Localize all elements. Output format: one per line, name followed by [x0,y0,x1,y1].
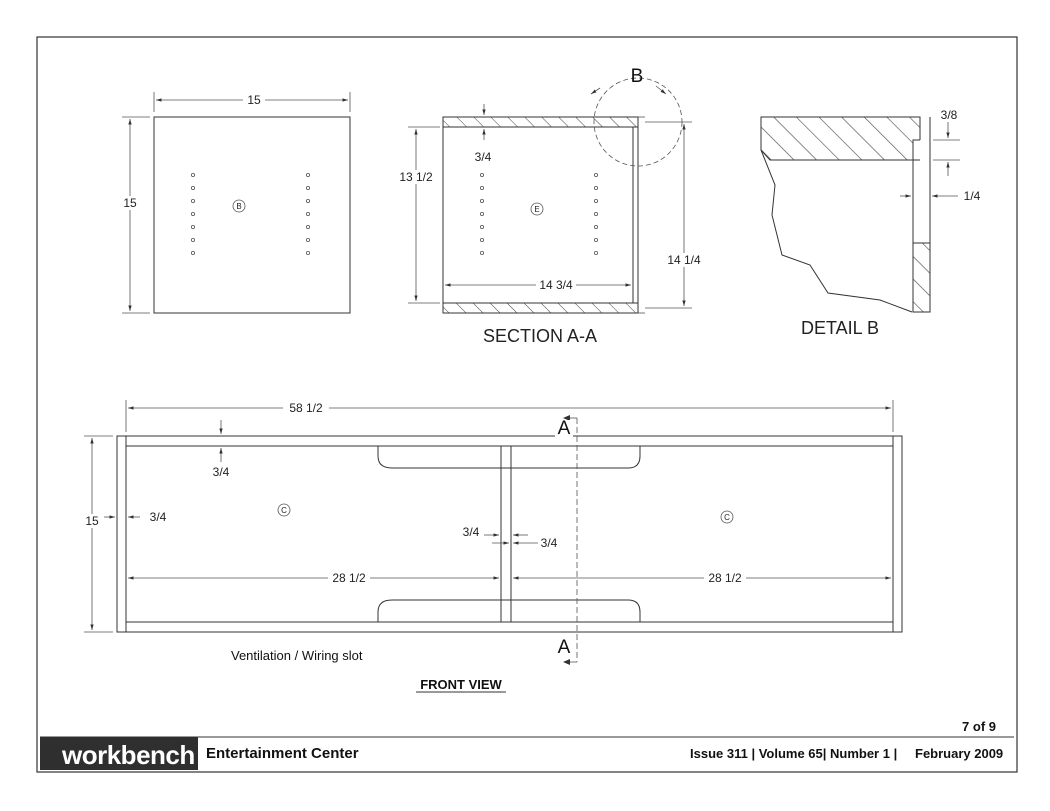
section-a-a-view: B 3/4 13 1/2 14 1/4 14 3/4 [398,66,703,346]
front-divider-right-label: 3/4 [541,536,558,550]
title-block: 7 of 9 workbench · Entertainment Center … [40,719,1014,770]
svg-text:B: B [236,202,241,211]
detail-dado-width-label: 1/4 [964,189,981,203]
svg-text:C: C [724,513,730,522]
wiring-slot-bottom [377,599,641,622]
detail-b-view: 3/8 1/4 DETAIL B [760,108,981,338]
detail-dado-depth-label: 3/8 [941,108,958,122]
svg-text:C: C [281,506,287,515]
top-panel-height-label: 15 [123,196,137,210]
section-outline [442,116,639,314]
detail-b-callout-letter: B [631,66,644,87]
top-panel-holes [190,172,310,255]
front-side-thickness-label: 3/4 [150,510,167,524]
part-callout-e [530,202,544,216]
logo-badge [40,737,198,770]
section-outer-height-label: 14 1/4 [667,253,701,267]
section-holes [479,172,599,255]
section-mark-top: A [558,418,571,439]
section-inner-height-label: 13 1/2 [399,170,433,184]
section-title: SECTION A-A [483,326,597,346]
front-overall-width-label: 58 1/2 [289,401,323,415]
part-callout-b [232,199,246,213]
top-panel-view: 15 15 B [120,92,351,314]
section-thickness-label: 3/4 [475,150,492,164]
part-callout-c-left [277,503,291,517]
front-overall-height-label: 15 [85,514,99,528]
page-number: 7 of 9 [962,719,996,734]
section-mark-bottom: A [558,637,571,658]
wiring-slot-top [377,446,641,469]
front-left-opening-label: 28 1/2 [332,571,366,585]
top-panel-width-label: 15 [247,93,261,107]
sheet-border [36,36,1018,773]
front-view-title: FRONT VIEW [420,677,502,692]
slot-note: Ventilation / Wiring slot [231,648,363,663]
front-right-opening-label: 28 1/2 [708,571,742,585]
front-top-thickness-label: 3/4 [213,465,230,479]
issue-date: February 2009 [915,746,1003,761]
project-title: Entertainment Center [206,745,359,762]
front-divider-left-label: 3/4 [463,525,480,539]
front-view: 58 1/2 15 3/4 3/4 3/4 3/4 28 1/2 28 1/2 [82,400,903,693]
top-panel-outline [153,116,351,314]
svg-text:E: E [534,205,539,214]
svg-text:·: · [180,739,183,748]
issue-info: Issue 311 | Volume 65| Number 1 | [690,746,897,761]
logo-text: workbench [61,740,195,770]
detail-title: DETAIL B [801,318,879,338]
section-inner-width-label: 14 3/4 [539,278,573,292]
part-callout-c-right [720,510,734,524]
front-outline [116,435,903,633]
